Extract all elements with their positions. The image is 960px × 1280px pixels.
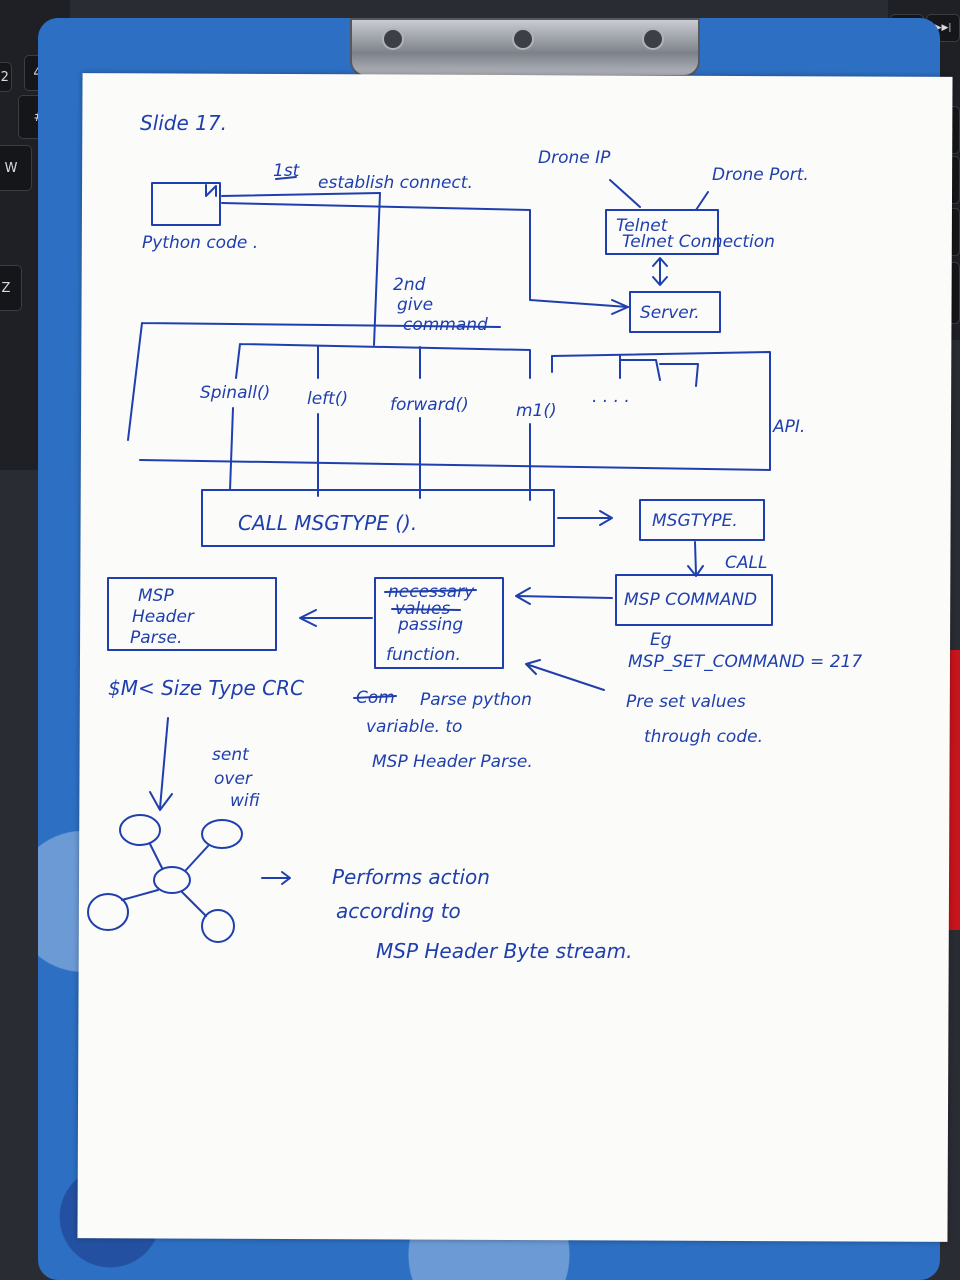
function-rail bbox=[235, 343, 531, 379]
header-format-strike: Com bbox=[356, 688, 395, 708]
function-to-header-arrow bbox=[299, 609, 373, 627]
msgtype-box bbox=[639, 499, 765, 541]
drone-icon bbox=[87, 814, 243, 943]
msp-header-line3: Parse. bbox=[130, 628, 182, 648]
slide-title: Slide 17. bbox=[140, 111, 227, 135]
call-to-msgtype-arrow bbox=[557, 510, 613, 526]
step2-line1: 2nd bbox=[393, 275, 426, 295]
function-dots: . . . . bbox=[592, 387, 630, 407]
sent-over-wifi-arrow bbox=[149, 717, 173, 811]
server-box-label: Server. bbox=[640, 303, 700, 323]
telnet-box-label: Telnet Connection bbox=[622, 232, 775, 252]
telnet-server-arrow bbox=[652, 257, 668, 286]
parse-line3: MSP Header Parse. bbox=[372, 752, 533, 772]
msp-command-label: MSP COMMAND bbox=[624, 590, 757, 610]
msp-header-line2: Header bbox=[132, 607, 195, 627]
drone-port-label: Drone Port. bbox=[712, 165, 809, 185]
msp-header-box bbox=[107, 577, 277, 651]
msp-set-command: MSP_SET_COMMAND = 217 bbox=[628, 652, 862, 672]
telnet-box-line1: Telnet bbox=[616, 216, 669, 236]
passing-function-strike1: necessary bbox=[388, 582, 475, 602]
msp-header-line1: MSP bbox=[138, 586, 174, 606]
api-container bbox=[127, 322, 771, 471]
passing-function-line1: passing bbox=[397, 615, 463, 635]
step1-superscript: 1st bbox=[273, 161, 301, 181]
api-label: API. bbox=[772, 417, 805, 437]
key-w: W bbox=[0, 145, 32, 191]
call-label: CALL bbox=[725, 553, 767, 573]
passing-function-box bbox=[374, 577, 504, 669]
server-box bbox=[629, 291, 721, 333]
function-m1: m1() bbox=[516, 401, 557, 421]
sent-line3: wifi bbox=[230, 791, 260, 811]
drone-to-action-arrow bbox=[261, 871, 291, 885]
call-msgtype-label: CALL MSGTYPE (). bbox=[238, 511, 417, 535]
function-forward: forward() bbox=[390, 395, 469, 415]
preset-line1: Pre set values bbox=[626, 692, 746, 712]
msgtype-label: MSGTYPE. bbox=[652, 511, 738, 531]
performs-line3: MSP Header Byte stream. bbox=[376, 939, 633, 963]
example-label: Eg bbox=[650, 630, 672, 650]
python-code-box-mark bbox=[205, 184, 217, 197]
msgtype-down-arrow bbox=[687, 541, 704, 577]
header-format: $M< Size Type CRC bbox=[108, 676, 304, 700]
step1-label: establish connect. bbox=[318, 173, 473, 193]
preset-arrow bbox=[525, 659, 605, 691]
step2-line2: give bbox=[397, 295, 433, 315]
command-to-function-arrow bbox=[515, 587, 613, 605]
drone-ip-label: Drone IP bbox=[538, 148, 611, 168]
performs-line2: according to bbox=[336, 899, 461, 923]
python-code-label: Python code . bbox=[142, 233, 258, 253]
function-drops bbox=[229, 407, 531, 501]
call-msgtype-box bbox=[201, 489, 555, 547]
msp-command-box bbox=[615, 574, 773, 626]
function-spinall: Spinall() bbox=[200, 383, 270, 403]
passing-function-line2: function. bbox=[386, 645, 461, 665]
python-code-box bbox=[151, 182, 221, 226]
parse-line1: Parse python bbox=[420, 690, 532, 710]
parse-line2: variable. to bbox=[366, 717, 462, 737]
key-z: Z bbox=[0, 265, 22, 311]
sent-line1: sent bbox=[212, 745, 250, 765]
sent-line2: over bbox=[214, 769, 253, 789]
more-functions-rail bbox=[551, 355, 699, 387]
telnet-box bbox=[605, 209, 719, 255]
function-left: left() bbox=[307, 389, 348, 409]
step2-line3: command bbox=[403, 315, 488, 335]
preset-line2: through code. bbox=[644, 727, 763, 747]
connection-arrow bbox=[611, 299, 629, 315]
connection-line bbox=[221, 192, 629, 308]
performs-line1: Performs action bbox=[332, 865, 490, 889]
clipboard-clip bbox=[350, 18, 700, 77]
key-f2: F2 bbox=[0, 62, 12, 92]
